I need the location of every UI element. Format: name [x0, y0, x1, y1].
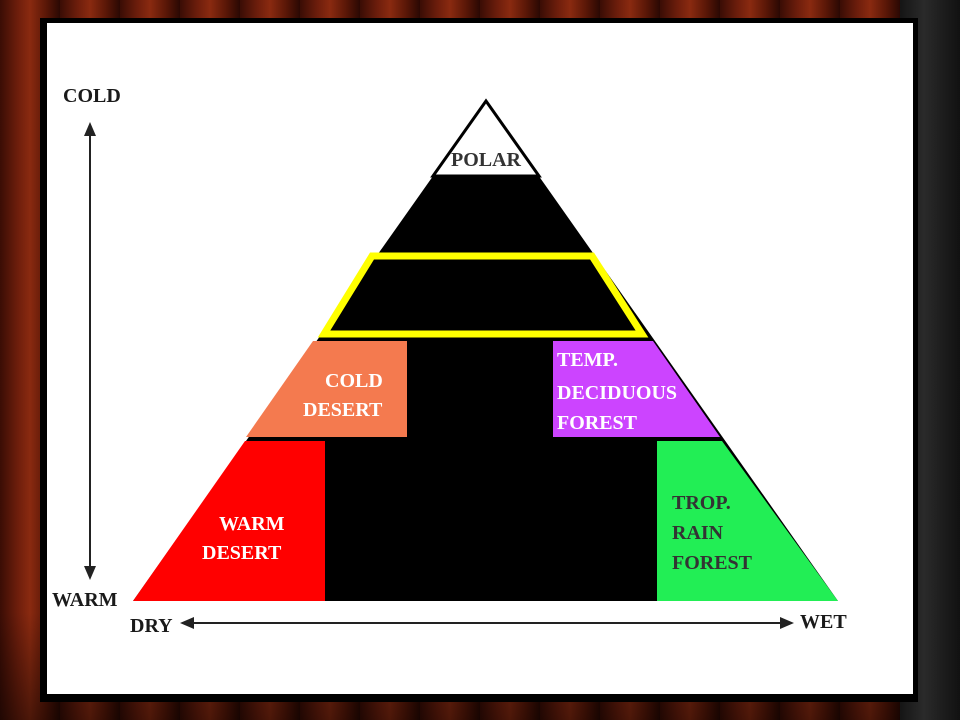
- arrow-left-icon: [180, 617, 194, 629]
- region-polar: [430, 98, 542, 178]
- label-trop-line2: RAIN: [672, 522, 724, 544]
- label-polar: POLAR: [451, 149, 522, 171]
- region-cold-desert: [246, 341, 407, 437]
- label-trop-line1: TROP.: [672, 492, 731, 514]
- label-warm-desert-line2: DESERT: [202, 542, 282, 564]
- label-cold-desert-line1: COLD: [325, 370, 383, 392]
- region-trop-rain-forest: [657, 441, 838, 601]
- highlight-box: [317, 252, 649, 338]
- axis-label-wet: WET: [800, 611, 847, 633]
- axis-label-warm: WARM: [52, 589, 118, 611]
- label-warm-desert-line1: WARM: [219, 513, 285, 535]
- axis-label-cold: COLD: [63, 85, 121, 107]
- arrow-up-icon: [84, 122, 96, 136]
- label-temp-line2: DECIDUOUS: [557, 382, 677, 404]
- label-temp-line1: TEMP.: [557, 349, 618, 371]
- label-trop-line3: FOREST: [672, 552, 753, 574]
- label-temp-line3: FOREST: [557, 412, 638, 434]
- arrow-right-icon: [780, 617, 794, 629]
- region-temp-deciduous: [553, 341, 720, 437]
- label-cold-desert-line2: DESERT: [303, 399, 383, 421]
- region-warm-desert: [133, 441, 325, 601]
- arrow-down-icon: [84, 566, 96, 580]
- axis-label-dry: DRY: [130, 615, 173, 637]
